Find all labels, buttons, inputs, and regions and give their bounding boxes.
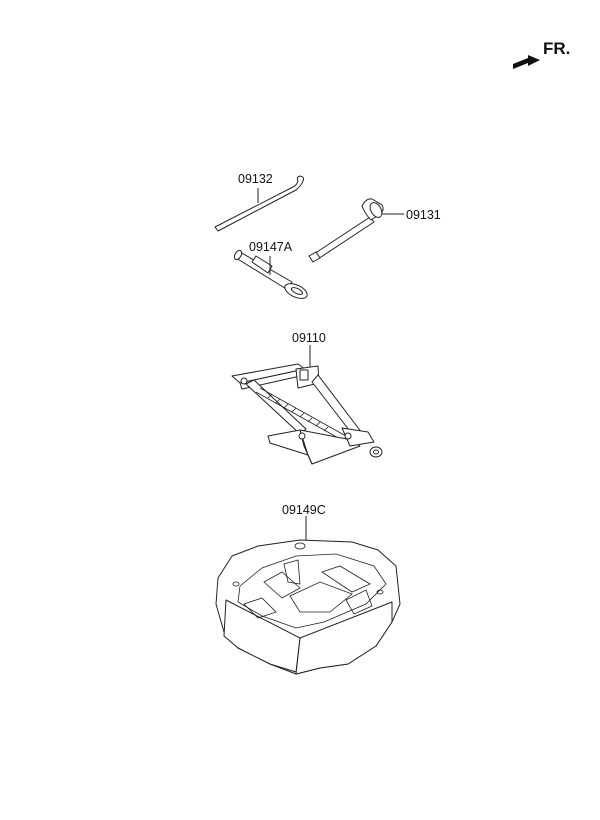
front-direction-indicator: FR. xyxy=(513,39,570,69)
part-scissor-jack: 09110 xyxy=(231,331,383,465)
part-label-09147A[interactable]: 09147A xyxy=(249,240,293,254)
part-handle-rod: 09132 xyxy=(214,172,305,232)
part-label-09110[interactable]: 09110 xyxy=(292,331,326,345)
part-label-09131[interactable]: 09131 xyxy=(406,208,441,222)
part-jack-adapter: 09147A xyxy=(233,240,308,299)
front-arrow-icon xyxy=(513,55,540,69)
part-wheel-wrench: 09131 xyxy=(308,198,441,263)
part-label-09149C[interactable]: 09149C xyxy=(282,503,326,517)
part-tool-tray: 09149C xyxy=(215,503,401,675)
front-direction-label: FR. xyxy=(543,39,570,58)
part-label-09132[interactable]: 09132 xyxy=(238,172,273,186)
